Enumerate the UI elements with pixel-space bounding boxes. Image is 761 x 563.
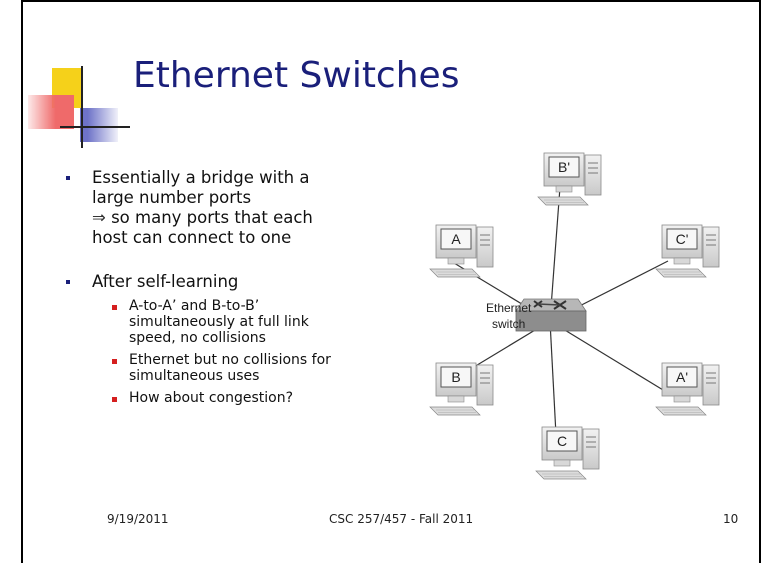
slide-title: Ethernet Switches	[133, 55, 460, 96]
host-computer-icon: B	[429, 362, 494, 416]
link-line	[549, 320, 557, 436]
sub-bullet-marker-icon	[112, 397, 117, 402]
host-label: B'	[558, 159, 570, 175]
host-label: B	[451, 369, 460, 385]
sub-bullet-text-line: Ethernet but no collisions for	[129, 352, 331, 368]
footer-course: CSC 257/457 - Fall 2011	[329, 512, 474, 526]
host-label: A	[451, 231, 461, 247]
ethernet-switch-icon	[515, 298, 587, 332]
bullet-text-line: Essentially a bridge with a	[92, 168, 310, 187]
sub-bullet-item: How about congestion?	[112, 390, 396, 406]
title-decoration-red-square	[28, 95, 74, 129]
bullet-marker-icon	[66, 176, 70, 180]
sub-bullet-marker-icon	[112, 305, 117, 310]
implies-arrow-icon: ⇒	[92, 208, 106, 227]
bullet-text-line: ⇒ so many ports that each	[92, 208, 396, 228]
sub-bullet-text-line: How about congestion?	[129, 390, 294, 406]
slide-frame-top	[21, 0, 761, 2]
title-decoration-vertical-line	[81, 66, 83, 148]
ethernet-switch-diagram: Ethernet switch B' A C' B A' C	[429, 152, 720, 480]
host-computer-icon: B'	[537, 152, 602, 206]
slide-frame-right	[759, 0, 761, 563]
link-line	[549, 320, 669, 394]
host-computer-icon: A	[429, 224, 494, 278]
footer-date: 9/19/2011	[107, 512, 169, 526]
sub-bullet-text-line: simultaneously at full link	[129, 314, 309, 330]
bullet-item: After self-learning	[66, 272, 396, 292]
sub-bullet-item: Ethernet but no collisions for simultane…	[112, 352, 396, 384]
sub-bullet-text-line: A-to-A’ and B-to-B’	[129, 298, 260, 314]
title-decoration-blue-square	[80, 108, 118, 142]
bullet-text-line: host can connect to one	[92, 228, 292, 247]
host-label: C'	[676, 231, 689, 247]
slide-frame-left	[21, 0, 23, 563]
host-computer-icon: C	[535, 426, 600, 480]
switch-label-line2: switch	[492, 317, 525, 331]
bullet-text-line: After self-learning	[92, 272, 239, 291]
footer-page-number: 10	[723, 512, 739, 526]
bullet-text-line: large number ports	[92, 188, 252, 207]
sub-bullet-marker-icon	[112, 359, 117, 364]
bullet-list: Essentially a bridge with a large number…	[66, 168, 396, 406]
sub-bullet-text-line: simultaneous uses	[129, 368, 260, 384]
host-computer-icon: C'	[655, 224, 720, 278]
bullet-marker-icon	[66, 280, 70, 284]
host-label: C	[557, 433, 567, 449]
bullet-arrow-text: so many ports that each	[105, 208, 313, 227]
switch-label-line1: Ethernet	[486, 301, 532, 315]
sub-bullet-item: A-to-A’ and B-to-B’ simultaneously at fu…	[112, 298, 396, 346]
host-computer-icon: A'	[655, 362, 720, 416]
title-decoration-horizontal-line	[60, 126, 130, 128]
sub-bullet-text-line: speed, no collisions	[129, 330, 266, 346]
bullet-item: Essentially a bridge with a large number…	[66, 168, 396, 248]
host-label: A'	[676, 369, 688, 385]
